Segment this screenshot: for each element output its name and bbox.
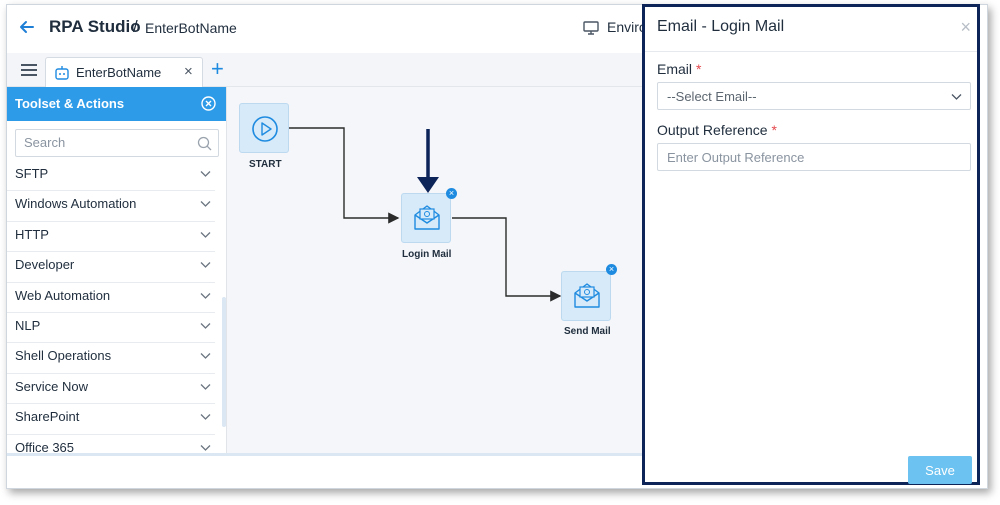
- toolset-item-developer[interactable]: Developer: [7, 252, 215, 283]
- chevron-down-icon: [200, 353, 211, 360]
- toolset-item-label: Developer: [15, 257, 75, 273]
- toolset-item-sharepoint[interactable]: SharePoint: [7, 404, 215, 435]
- menu-icon[interactable]: [21, 64, 37, 76]
- email-select[interactable]: --Select Email--: [657, 82, 971, 110]
- email-properties-panel: Email - Login Mail × Email* --Select Ema…: [642, 4, 980, 485]
- toolset-item-shell-operations[interactable]: Shell Operations: [7, 343, 215, 374]
- toolset-item-label: Office 365: [15, 439, 75, 453]
- toolset-item-service-now[interactable]: Service Now: [7, 374, 215, 405]
- chevron-down-icon: [200, 262, 211, 269]
- output-reference-label: Output Reference*: [657, 122, 777, 138]
- pointer-arrow-head: [417, 177, 439, 193]
- output-reference-input[interactable]: [667, 150, 957, 165]
- toolset-item-http[interactable]: HTTP: [7, 222, 215, 253]
- toolset-header: Toolset & Actions: [7, 87, 226, 121]
- remove-send-mail-icon[interactable]: ×: [606, 264, 617, 275]
- panel-title: Email - Login Mail: [657, 18, 785, 35]
- chevron-down-icon: [200, 292, 211, 299]
- app-title: RPA Studio: [49, 17, 141, 36]
- search-icon[interactable]: [197, 136, 212, 151]
- chevron-down-icon: [200, 322, 211, 329]
- start-node[interactable]: [239, 103, 289, 153]
- close-circle-icon[interactable]: [201, 96, 216, 111]
- mail-icon: [414, 205, 440, 230]
- toolset-list: SFTP Windows Automation HTTP Developer W…: [7, 161, 215, 453]
- canvas-footer: [7, 453, 647, 488]
- send-mail-node-label: Send Mail: [564, 326, 611, 337]
- toolset-panel: Toolset & Actions SFTP Windows Automatio…: [7, 87, 227, 453]
- remove-login-mail-icon[interactable]: ×: [446, 188, 457, 199]
- toolset-scrollbar[interactable]: [222, 297, 226, 427]
- toolset-item-web-automation[interactable]: Web Automation: [7, 283, 215, 313]
- toolset-search: [15, 129, 219, 157]
- monitor-icon[interactable]: [583, 21, 599, 35]
- email-select-value: --Select Email--: [667, 89, 757, 104]
- connector-start-login: [289, 127, 400, 224]
- back-arrow-icon[interactable]: [19, 19, 37, 37]
- connector-login-send: [452, 217, 562, 302]
- environment-label[interactable]: Enviro: [607, 19, 647, 35]
- toolset-item-label: Service Now: [15, 378, 88, 394]
- toolset-item-sftp[interactable]: SFTP: [7, 161, 215, 192]
- search-input[interactable]: [24, 135, 184, 150]
- chevron-down-icon: [200, 231, 211, 238]
- toolset-item-label: SharePoint: [15, 409, 80, 425]
- required-marker: *: [771, 122, 777, 138]
- panel-divider: [645, 51, 977, 52]
- login-mail-node[interactable]: [401, 193, 451, 243]
- toolset-item-windows-automation[interactable]: Windows Automation: [7, 191, 215, 222]
- chevron-down-icon: [200, 444, 211, 451]
- toolset-item-label: NLP: [15, 317, 41, 333]
- close-tab-icon[interactable]: ×: [184, 63, 193, 80]
- toolset-item-label: Web Automation: [15, 287, 111, 303]
- bot-name-title[interactable]: EnterBotName: [145, 20, 237, 36]
- toolset-item-label: HTTP: [15, 226, 49, 242]
- login-mail-node-label: Login Mail: [402, 249, 452, 260]
- chevron-down-icon: [200, 171, 211, 177]
- send-mail-node[interactable]: [561, 271, 611, 321]
- required-marker: *: [696, 61, 702, 77]
- toolset-item-label: SFTP: [15, 166, 49, 181]
- play-icon: [252, 116, 278, 142]
- chevron-down-icon: [200, 414, 211, 421]
- toolset-item-office-365[interactable]: Office 365: [7, 435, 215, 453]
- toolset-item-label: Shell Operations: [15, 348, 112, 364]
- chevron-down-icon: [200, 201, 211, 208]
- tab-bar: EnterBotName × +: [7, 53, 647, 87]
- breadcrumb-separator: /: [133, 17, 138, 36]
- output-reference-box: [657, 143, 971, 171]
- tab-label: EnterBotName: [76, 65, 162, 80]
- start-node-label: START: [249, 159, 282, 170]
- close-icon[interactable]: ×: [960, 17, 971, 37]
- email-field-label: Email*: [657, 61, 702, 77]
- flow-connectors: [289, 127, 562, 302]
- chevron-down-icon: [200, 383, 211, 390]
- chevron-down-icon: [951, 94, 962, 100]
- toolset-title: Toolset & Actions: [15, 96, 125, 111]
- toolset-item-label: Windows Automation: [15, 196, 137, 212]
- mail-icon: [574, 283, 600, 308]
- toolset-item-nlp[interactable]: NLP: [7, 313, 215, 344]
- add-tab-icon[interactable]: +: [211, 56, 224, 81]
- save-button[interactable]: Save: [908, 456, 972, 484]
- tab-enterbotname[interactable]: EnterBotName ×: [45, 57, 203, 87]
- bot-icon: [54, 65, 70, 81]
